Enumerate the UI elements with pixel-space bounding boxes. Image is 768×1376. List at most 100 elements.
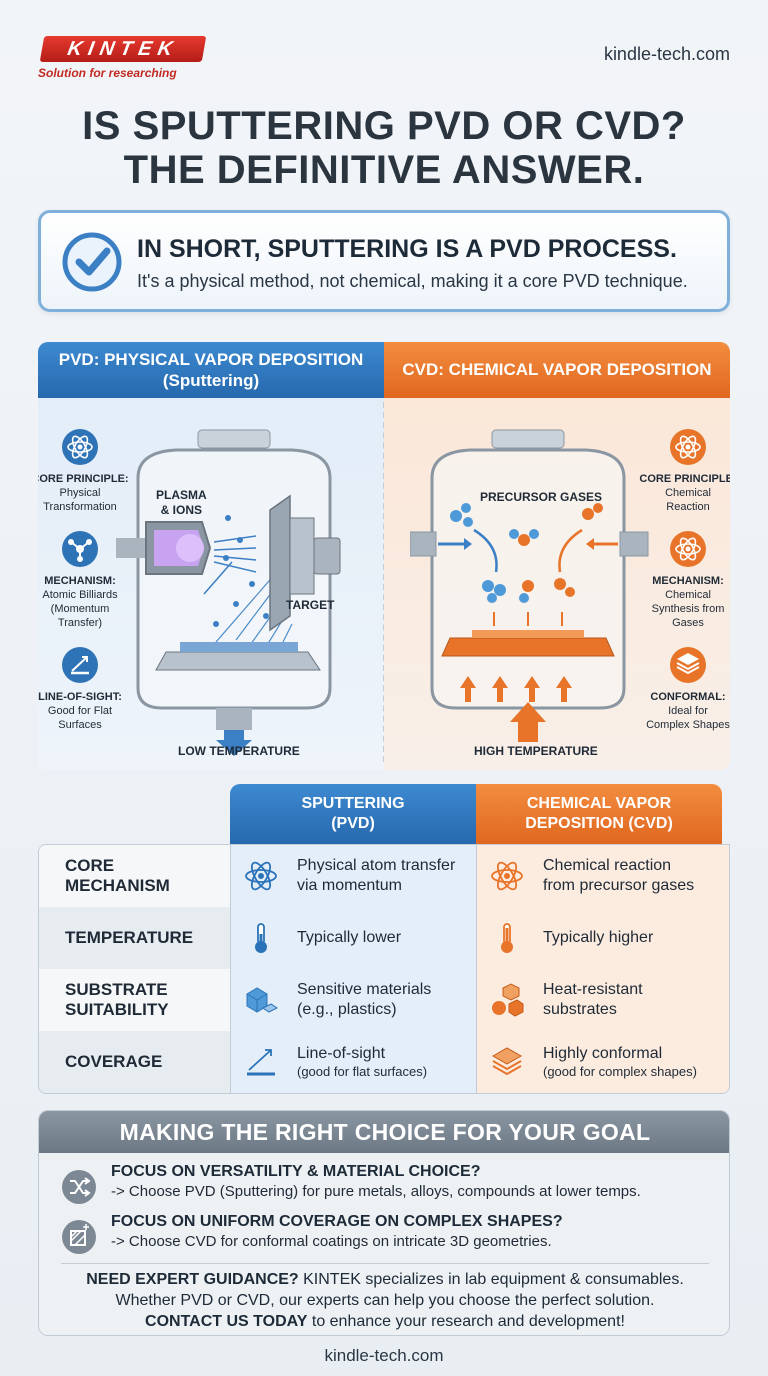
table-header-pvd: SPUTTERING (PVD) <box>230 784 476 844</box>
row-label: COVERAGE <box>39 1031 231 1093</box>
pvd-panel: PVD: PHYSICAL VAPOR DEPOSITION (Sputteri… <box>38 342 384 770</box>
precursor-gases-label: PRECURSOR GASES <box>480 490 603 504</box>
site-url-bottom[interactable]: kindle-tech.com <box>324 1346 444 1365</box>
cell-text: Typically higher <box>543 929 654 946</box>
cell-text: Heat-resistant substrates <box>543 969 643 1031</box>
pvd-cell: Line-of-sight (good for flat surfaces) <box>231 1031 477 1093</box>
table-header-cvd: CHEMICAL VAPOR DEPOSITION (CVD) <box>476 784 722 844</box>
cell-line: Heat-resistant <box>543 981 643 998</box>
cell-text: Highly conformal (good for complex shapes… <box>543 1031 697 1093</box>
pvd-feature-line-of-sight: LINE-OF-SIGHT: Good for Flat Surfaces <box>38 646 130 732</box>
plasma-label-line1: PLASMA <box>156 488 207 502</box>
table-row-coverage: COVERAGE Line-of-sight (good for flat sur… <box>39 1031 729 1093</box>
cell-line: via momentum <box>297 877 402 894</box>
feature-label: CORE PRINCIPLE: <box>38 473 129 485</box>
header-line: DEPOSITION (CVD) <box>525 815 673 832</box>
cell-text: Line-of-sight (good for flat surfaces) <box>297 1031 427 1093</box>
row-label-line: CORE <box>65 856 115 875</box>
cta-line-1: NEED EXPERT GUIDANCE? KINTEK specializes… <box>39 1269 729 1290</box>
row-label: TEMPERATURE <box>39 907 231 969</box>
feature-text: Chemical <box>665 487 711 499</box>
logo-wordmark: KINTEK <box>39 36 207 62</box>
sputtering-chamber-illustration <box>116 429 341 756</box>
contact-us-link[interactable]: CONTACT US TODAY <box>145 1313 308 1330</box>
kintek-logo[interactable]: KINTEK Solution for researching <box>38 36 208 82</box>
header-line: (PVD) <box>331 815 375 832</box>
shuffle-icon <box>62 1170 96 1204</box>
feature-text: Reaction <box>666 501 710 513</box>
contact-cta: NEED EXPERT GUIDANCE? KINTEK specializes… <box>39 1269 729 1332</box>
thermometer-icon <box>255 923 267 953</box>
row-label-line: SUBSTRATE <box>65 980 168 999</box>
high-temperature-label: HIGH TEMPERATURE <box>474 744 598 758</box>
cta-divider <box>61 1263 709 1264</box>
atom-icon <box>670 429 706 465</box>
cta-line-3: CONTACT US TODAY to enhance your researc… <box>39 1311 729 1332</box>
cell-line: (good for complex shapes) <box>543 1064 697 1079</box>
feature-text: Gases <box>672 617 704 629</box>
cvd-cell: Heat-resistant substrates <box>477 969 729 1031</box>
pvd-panel-title: PVD: PHYSICAL VAPOR DEPOSITION (Sputteri… <box>38 342 384 398</box>
pvd-feature-core-principle: CORE PRINCIPLE: Physical Transformation <box>38 428 130 514</box>
row-label-line: SUITABILITY <box>65 1000 169 1019</box>
cvd-chamber-illustration <box>410 429 649 742</box>
cell-line: Highly conformal <box>543 1045 663 1062</box>
cell-line: (good for flat surfaces) <box>297 1064 428 1079</box>
comparison-panels: PVD: PHYSICAL VAPOR DEPOSITION (Sputteri… <box>38 342 730 770</box>
cta-emphasis: NEED EXPERT GUIDANCE? <box>86 1271 299 1288</box>
pvd-cell: Physical atom transfer via momentum <box>231 845 477 907</box>
logo-tagline: Solution for researching <box>38 66 177 80</box>
molecule-icon <box>62 531 98 567</box>
table-row-temperature: TEMPERATURE Typically lower Typically hi… <box>39 907 729 969</box>
choice-item-title: FOCUS ON UNIFORM COVERAGE ON COMPLEX SHA… <box>111 1213 563 1230</box>
feature-text: Surfaces <box>58 719 102 731</box>
atom-icon <box>670 531 706 567</box>
site-url-top[interactable]: kindle-tech.com <box>603 44 730 64</box>
pvd-title-line1: PVD: PHYSICAL VAPOR DEPOSITION <box>58 350 364 369</box>
feature-text: Synthesis from <box>651 603 725 615</box>
cvd-feature-core-principle: CORE PRINCIPLE: Chemical Reaction <box>638 428 730 514</box>
answer-headline: IN SHORT, SPUTTERING IS A PVD PROCESS. <box>137 235 677 263</box>
cell-line: Chemical reaction <box>543 857 672 874</box>
page-title-line1: IS SPUTTERING PVD OR CVD? <box>82 104 686 148</box>
cube-icon <box>246 987 278 1013</box>
feature-text: Atomic Billiards <box>42 589 118 601</box>
layers-icon <box>670 647 706 683</box>
cvd-panel-title: CVD: CHEMICAL VAPOR DEPOSITION <box>384 342 730 398</box>
cell-text: Typically lower <box>297 929 402 946</box>
line-of-sight-icon <box>62 647 98 683</box>
atom-icon <box>245 861 277 891</box>
feature-label: MECHANISM: <box>652 575 724 587</box>
cvd-panel: CVD: CHEMICAL VAPOR DEPOSITION <box>384 342 730 770</box>
feature-text: Transformation <box>43 501 117 513</box>
pvd-cell: Typically lower <box>231 907 477 969</box>
cell-line: Physical atom transfer <box>297 857 456 874</box>
cell-line: (e.g., plastics) <box>297 1001 397 1018</box>
feature-text: Physical <box>59 487 101 499</box>
cell-line: substrates <box>543 1001 617 1018</box>
feature-label: CONFORMAL: <box>650 691 726 703</box>
cell-line: Line-of-sight <box>297 1045 386 1062</box>
coating-icon <box>62 1220 96 1254</box>
plasma-label-line2: & IONS <box>160 503 202 517</box>
cta-text: to enhance your research and development… <box>307 1313 625 1330</box>
choice-heading: MAKING THE RIGHT CHOICE FOR YOUR GOAL <box>39 1111 729 1153</box>
choice-item-detail: -> Choose CVD for conformal coatings on … <box>111 1233 552 1250</box>
feature-label: LINE-OF-SIGHT: <box>38 691 122 703</box>
cvd-feature-mechanism: MECHANISM: Chemical Synthesis from Gases <box>638 530 730 630</box>
pvd-cell: Sensitive materials(e.g., plastics) <box>231 969 477 1031</box>
feature-text: Ideal for <box>668 705 708 717</box>
cvd-cell: Typically higher <box>477 907 729 969</box>
feature-label: MECHANISM: <box>44 575 116 587</box>
cell-text: Physical atom transfer via momentum <box>297 845 455 907</box>
feature-text: Complex Shapes <box>646 719 730 731</box>
plasma-label: PLASMA & IONS <box>156 488 207 518</box>
atom-icon <box>62 429 98 465</box>
line-of-sight-icon <box>247 1049 275 1076</box>
